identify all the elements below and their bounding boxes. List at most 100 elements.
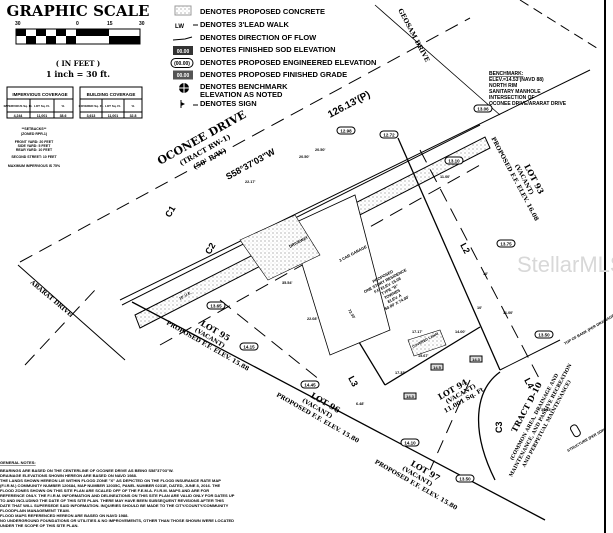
dimension: 11.00' [440, 175, 450, 179]
note-line: DATE THAT WILL SUPERSEDE SAID INFORMATIO… [0, 503, 229, 508]
scale-title: GRAPHIC SCALE [7, 2, 150, 20]
note-line: BEARINGS ARE BASED ON THE CENTERLINE OF … [0, 468, 174, 473]
l4-label: L4 [522, 376, 536, 390]
table-cell: 32.8 [130, 114, 137, 118]
dimension: 17.17' [412, 330, 423, 334]
bearing-label: S58°37'03"W [224, 146, 277, 181]
legend-item: DENOTES SIGN [200, 99, 257, 108]
table-header: % [132, 104, 135, 108]
table-header: IMPERVIOUS Sq. Ft. [4, 104, 33, 108]
dimension: 72.33' [347, 309, 356, 320]
dimension: 20.50' [315, 148, 326, 152]
legend-item: DENOTES DIRECTION OF FLOW [200, 33, 317, 42]
scale-tick: 30 [15, 21, 21, 27]
legend-item: DENOTES PROPOSED ENGINEERED ELEVATION [200, 58, 376, 67]
note-line: FLOODPLAIN MANAGEMENT TEAM. [0, 508, 70, 513]
legend-item: DENOTES FINISHED SOD ELEVATION [200, 45, 336, 54]
legend-item: DENOTES PROPOSED CONCRETE [200, 7, 325, 16]
finished-grade-symbol-text: 00.00 [177, 73, 190, 79]
scale-ratio: 1 inch = 30 ft. [46, 69, 110, 79]
table-title: IMPERVIOUS COVERAGE [12, 92, 67, 97]
benchmark-line: SANITARY MANHOLE [489, 89, 541, 95]
graphic-scale: GRAPHIC SCALE 30 0 15 30 ( IN FEET ) 1 i… [7, 2, 150, 79]
scale-bar [15, 28, 141, 45]
elevation-tag: 14.15 [243, 345, 255, 350]
dimension: 11.00' [503, 311, 513, 315]
c3-label: C3 [494, 421, 504, 433]
benchmark-icon [177, 81, 191, 95]
elevation-tags: 13.06 12.98 12.72 13.10 13.75 13.65 14.1… [206, 104, 554, 483]
elevation-tag: 13.10 [448, 159, 460, 164]
note-line: THE LANDS SHOWN HEREON LIE WITHIN FLOOD … [0, 478, 221, 483]
elevation-tag: 13.50 [459, 477, 471, 482]
scale-tick: 0 [76, 21, 79, 27]
table-cell: 4,244 [14, 114, 23, 118]
note-line: FLOOD ZONES SHOWN ON THIS SITE PLAN ARE … [0, 488, 209, 493]
elevation-tag: 12.72 [383, 133, 395, 138]
general-notes: GENERAL NOTES: BEARINGS ARE BASED ON THE… [0, 460, 235, 528]
elevation-tag: 13.50 [538, 333, 550, 338]
benchmark-line: INTERSECTION OF [489, 95, 535, 101]
ararat-drive-label: ARARAT DRIVE [28, 279, 74, 319]
flow-arrow-icon [172, 36, 193, 41]
frontage-label: 126.13'(P) [326, 89, 372, 120]
note-line: (F.I.R.M.) COMMUNITY NUMBER 120684, MAP … [0, 483, 220, 488]
l2-label: L2 [458, 241, 472, 255]
elevation-tag: 13.06 [477, 107, 489, 112]
watermark: StellarMLS [517, 252, 613, 277]
table-cell: 11,001 [37, 114, 48, 118]
note-line: DRAINAGE ELEVATIONS SHOWN HEREON ARE BAS… [0, 473, 137, 478]
finished-grade-symbol-icon [173, 70, 193, 80]
elevation-tag: 14.5 [433, 365, 442, 370]
structure-icon [569, 424, 581, 438]
setbacks-zone: (ZONED RPR-1) [21, 132, 47, 136]
scale-unit: ( IN FEET ) [56, 59, 100, 68]
benchmark-note: BENCHMARK: ELEV.=14.53'(NAVD 88) NORTH R… [489, 71, 567, 107]
note-line: REFERENCE ONLY. THE F.I.R.M. INFORMATION… [0, 493, 235, 498]
elevation-tag: 14.10 [404, 441, 416, 446]
setbacks-title: **SETBACKS** [22, 127, 47, 131]
table-header: LOT Sq. Ft. [34, 104, 50, 108]
benchmark-title: BENCHMARK: [489, 71, 524, 77]
dimension: 6.48' [356, 402, 364, 406]
note-line: NO UNDERGROUND FOUNDATIONS OR UTILITIES … [0, 518, 234, 523]
note-line: FLOOD MAPS REFERENCED HEREON ARE BASED O… [0, 513, 128, 518]
dimension: 20.50' [299, 155, 310, 159]
engineered-elevation-symbol-text: (00.00) [174, 61, 190, 67]
driveway [239, 214, 321, 281]
sod-elevation-symbol-text: 00.00 [177, 49, 190, 55]
curve-line-labels: C1 C2 C3 L2 L3 L4 [163, 204, 536, 433]
dimension: 10' [477, 306, 482, 310]
table-cell: 3,613 [87, 114, 96, 118]
geosam-drive-label: GEOSAM DRIVE [396, 7, 431, 63]
setbacks-note: **SETBACKS** (ZONED RPR-1) FRONT YARD: 2… [8, 127, 61, 168]
lead-walk-symbol: LW [175, 24, 184, 30]
benchmark-line: ELEV.=14.53'(NAVD 88) [489, 77, 544, 83]
setback-line: FRONT YARD: 20 FEET [15, 140, 54, 144]
dimension: 35.54' [282, 281, 293, 285]
dimension: 17.33' [395, 371, 406, 375]
note-line: TO AND INCLUDING THE DATE OF THIS SITE P… [0, 498, 224, 503]
dimension: 22.08' [307, 317, 318, 321]
dimension: 22.17' [245, 180, 256, 184]
building-coverage-table: BUILDING COVERAGE COVERED Sq. Ft. LOT Sq… [79, 86, 143, 119]
scale-tick: 30 [139, 21, 145, 27]
elevation-tag: 14.3 [406, 394, 415, 399]
sign-icon [180, 100, 185, 108]
sod-elevation-symbol-icon [173, 46, 193, 55]
table-title: BUILDING COVERAGE [87, 92, 136, 97]
table-header: COVERED Sq. Ft. [79, 104, 104, 108]
table-cell: 11,001 [108, 114, 119, 118]
dimension: 15.67' [418, 354, 429, 358]
covered-lanai [407, 329, 447, 357]
c2-label: C2 [203, 241, 217, 256]
benchmark-line: NORTH RIM [489, 83, 517, 89]
legend-item: DENOTES PROPOSED FINISHED GRADE [200, 70, 347, 79]
dimension: 10' [483, 272, 488, 276]
setback-line: SIDE YARD: 5 FEET [18, 144, 52, 148]
table-cell: 38.6 [60, 114, 67, 118]
legend-item: DENOTES BENCHMARK [200, 82, 288, 91]
concrete-symbol-icon [174, 5, 192, 16]
elevation-tag: 13.75 [500, 242, 512, 247]
